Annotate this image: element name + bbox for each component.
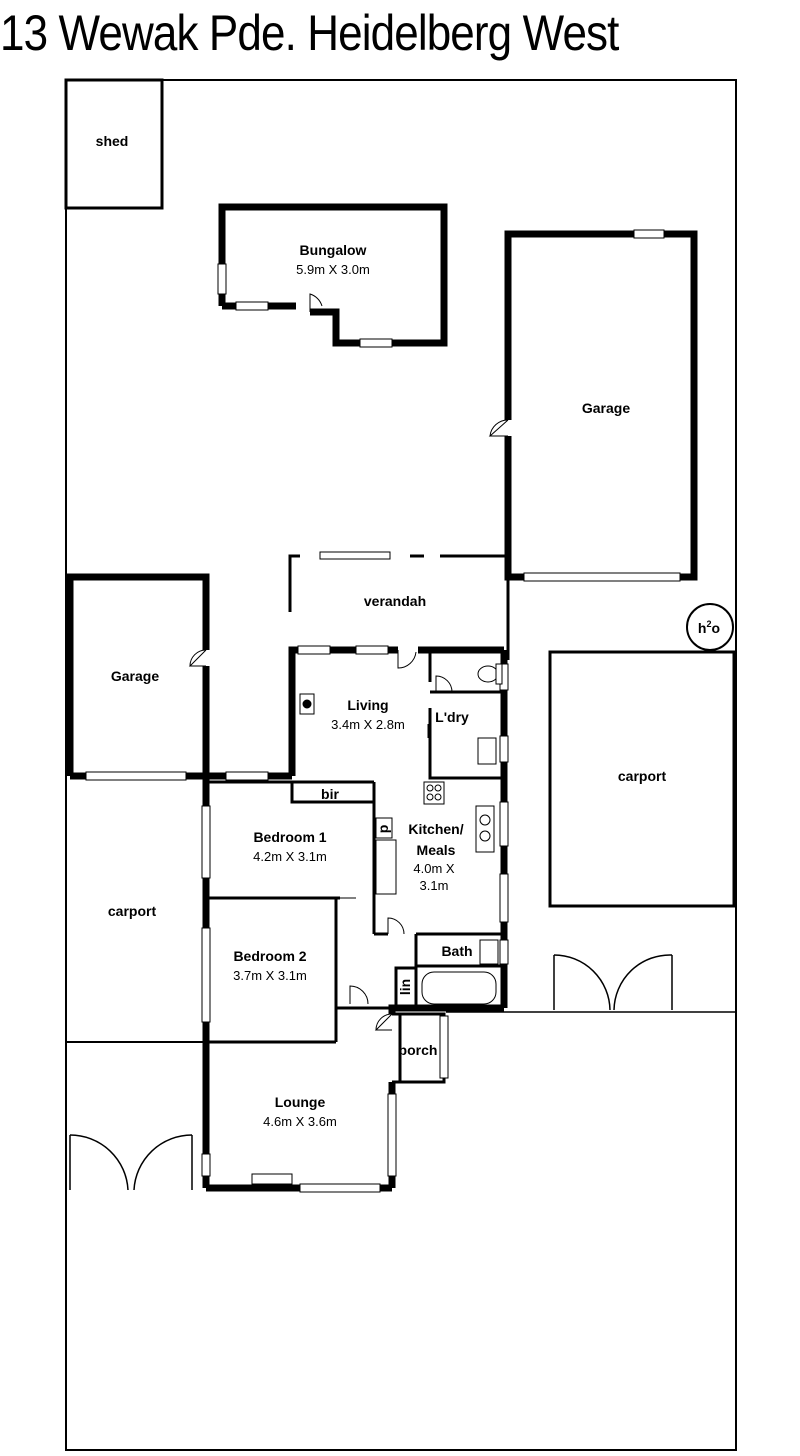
water-tank-label: h2o (698, 619, 720, 636)
fixtures (251, 663, 503, 1185)
laundry-label: L'dry (435, 709, 469, 725)
left-garage-walls (66, 573, 292, 780)
kitchen-label-line2: Meals (417, 842, 456, 858)
bedroom2-dims: 3.7m X 3.1m (233, 968, 307, 983)
interior-walls (206, 650, 504, 1084)
shed-outline (64, 78, 164, 210)
house-doors (349, 650, 453, 1031)
bedroom2-label: Bedroom 2 (233, 948, 306, 964)
house-windows (201, 645, 509, 1193)
rear-garage-walls (504, 230, 698, 581)
right-carport-label: carport (618, 768, 667, 784)
bedroom1-label: Bedroom 1 (253, 829, 326, 845)
bungalow-label: Bungalow (300, 242, 367, 258)
linen-label: lin (397, 979, 413, 995)
shed-label: shed (96, 133, 129, 149)
rear-garage-label: Garage (582, 400, 630, 416)
pantry-label: p (375, 825, 391, 834)
left-garage-label: Garage (111, 668, 159, 684)
living-label: Living (347, 697, 388, 713)
left-garage-door-icon (188, 649, 207, 667)
kitchen-dims-line2: 3.1m (420, 878, 449, 893)
kitchen-dims-line1: 4.0m X (413, 861, 455, 876)
bedroom1-dims: 4.2m X 3.1m (253, 849, 327, 864)
lounge-dims: 4.6m X 3.6m (263, 1114, 337, 1129)
property-address-title: 13 Wewak Pde. Heidelberg West (0, 5, 619, 61)
property-boundary (65, 79, 737, 1451)
rear-garage-door-icon (488, 419, 509, 437)
verandah-label: verandah (364, 593, 426, 609)
front-gates-right (446, 954, 736, 1013)
bungalow-walls (218, 203, 448, 347)
kitchen-label-line1: Kitchen/ (408, 821, 463, 837)
right-carport-outline (548, 650, 736, 908)
living-dims: 3.4m X 2.8m (331, 717, 405, 732)
water-tank-icon (686, 603, 734, 651)
bath-label: Bath (441, 943, 472, 959)
left-garage-window (85, 771, 187, 781)
bungalow-door-icon (309, 293, 323, 312)
rear-garage-windows (523, 229, 681, 582)
verandah-window (319, 551, 391, 560)
bungalow-windows (217, 263, 393, 348)
porch-label: porch (399, 1042, 438, 1058)
front-gates-left (69, 1134, 193, 1191)
left-carport-outline (65, 780, 206, 1043)
lounge-label: Lounge (275, 1094, 326, 1110)
left-carport-label: carport (108, 903, 157, 919)
bungalow-dims: 5.9m X 3.0m (296, 262, 370, 277)
bir-label: bir (321, 786, 339, 802)
